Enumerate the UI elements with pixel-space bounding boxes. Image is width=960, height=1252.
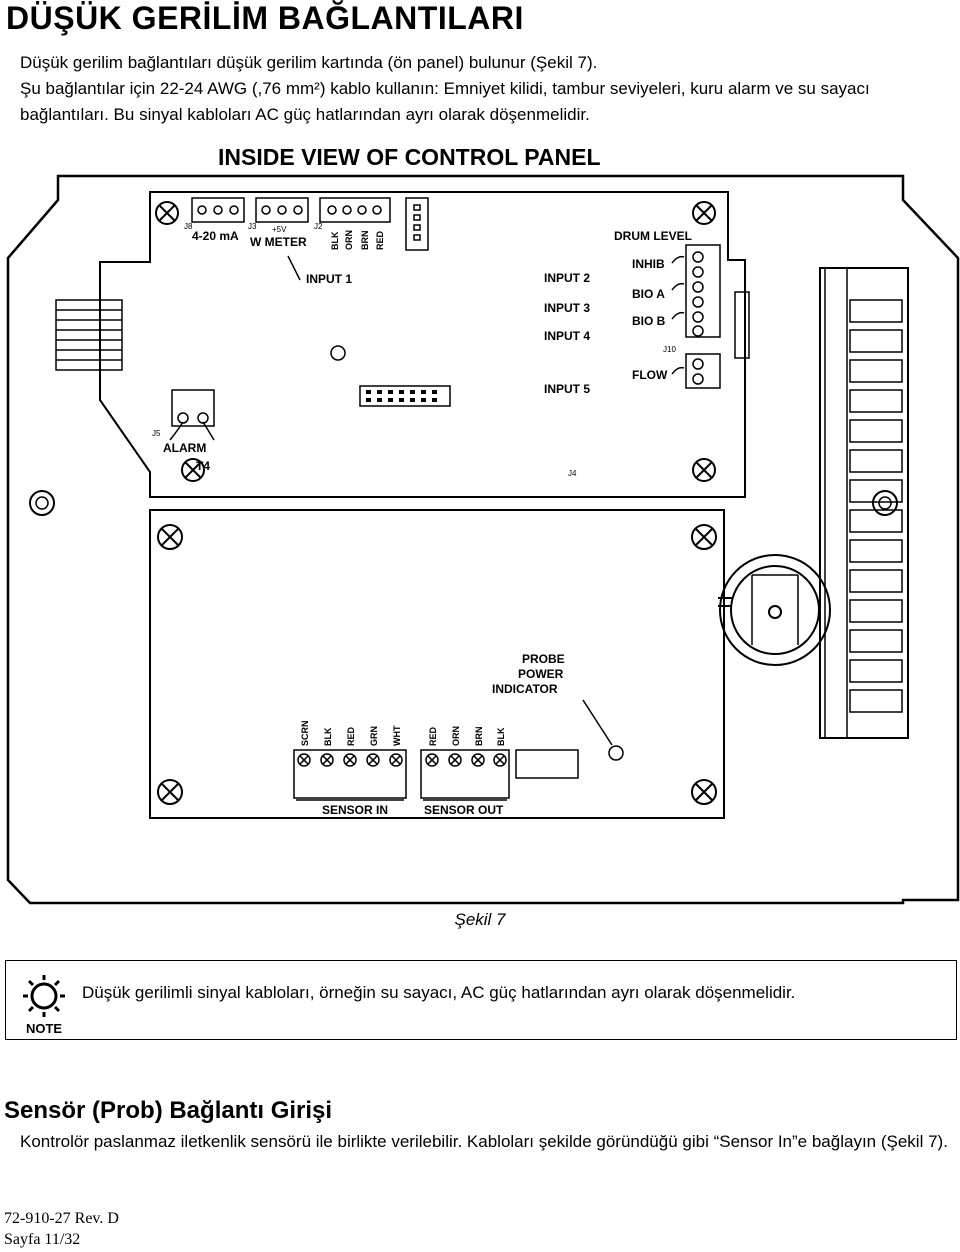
label-t4: T4 bbox=[196, 459, 210, 473]
enclosure-outline bbox=[6, 174, 960, 905]
wire-j2-red: RED bbox=[375, 230, 385, 250]
label-alarm: ALARM bbox=[163, 441, 206, 455]
sensor-in-connector bbox=[293, 749, 407, 799]
label-j8: J8 bbox=[184, 222, 193, 231]
note-box: NOTE Düşük gerilimli sinyal kabloları, ö… bbox=[5, 960, 957, 1040]
doc-number: 72-910-27 Rev. D bbox=[4, 1210, 119, 1227]
note-label: NOTE bbox=[26, 1021, 62, 1035]
wire-in-grn: GRN bbox=[369, 726, 379, 746]
wire-in-scrn: SCRN bbox=[300, 720, 310, 746]
page-footer: 72-910-27 Rev. D Sayfa 11/32 bbox=[4, 1208, 119, 1250]
label-input4: INPUT 4 bbox=[544, 329, 590, 343]
wire-out-brn: BRN bbox=[474, 727, 484, 747]
label-drum-level: DRUM LEVEL bbox=[614, 229, 692, 243]
wire-j2-blk: BLK bbox=[330, 231, 340, 250]
wire-out-red: RED bbox=[428, 726, 438, 746]
j4-header bbox=[359, 385, 451, 407]
lower-board bbox=[149, 509, 725, 819]
intro-line-2: Şu bağlantılar için 22-24 AWG (,76 mm²) … bbox=[20, 79, 870, 124]
label-probe-2: POWER bbox=[518, 667, 564, 681]
label-j3: J3 bbox=[248, 222, 257, 231]
label-flow: FLOW bbox=[632, 368, 668, 382]
label-input5: INPUT 5 bbox=[544, 382, 590, 396]
wire-in-blk: BLK bbox=[323, 727, 333, 746]
wire-out-blk: BLK bbox=[496, 727, 506, 746]
label-plus5v: +5V bbox=[272, 225, 287, 234]
page-heading: DÜŞÜK GERİLİM BAĞLANTILARI bbox=[6, 0, 524, 36]
section-text: Kontrolör paslanmaz iletkenlik sensörü i… bbox=[20, 1132, 948, 1151]
sensor-out-connector bbox=[420, 749, 510, 799]
label-j4: J4 bbox=[568, 469, 577, 478]
label-w-meter: W METER bbox=[250, 235, 307, 249]
intro-line-1: Düşük gerilim bağlantıları düşük gerilim… bbox=[20, 53, 598, 72]
control-panel-diagram: INSIDE VIEW OF CONTROL PANEL J8 J3 J2 J1… bbox=[0, 140, 960, 930]
label-sensor-out: SENSOR OUT bbox=[424, 803, 504, 817]
label-input1: INPUT 1 bbox=[306, 272, 352, 286]
page-number: Sayfa 11/32 bbox=[4, 1231, 81, 1248]
wire-in-red: RED bbox=[346, 726, 356, 746]
label-inhib: INHIB bbox=[632, 257, 665, 271]
label-j5: J5 bbox=[152, 429, 161, 438]
figure-caption: Şekil 7 bbox=[454, 910, 506, 929]
drum-level-connector bbox=[685, 244, 721, 389]
upper-pcb bbox=[99, 191, 746, 498]
door-lock bbox=[719, 554, 831, 666]
ribbon-cable bbox=[55, 299, 123, 371]
section-body: Kontrolör paslanmaz iletkenlik sensörü i… bbox=[20, 1130, 950, 1153]
wire-j2-orn: ORN bbox=[344, 230, 354, 250]
label-bio-a: BIO A bbox=[632, 287, 665, 301]
top-connectors bbox=[191, 197, 429, 251]
label-4-20ma: 4-20 mA bbox=[192, 229, 239, 243]
note-icon: NOTE bbox=[16, 969, 72, 1036]
label-j10: J10 bbox=[663, 345, 676, 354]
label-input2: INPUT 2 bbox=[544, 271, 590, 285]
label-probe-1: PROBE bbox=[522, 652, 565, 666]
intro-paragraph: Düşük gerilim bağlantıları düşük gerilim… bbox=[20, 50, 950, 128]
wire-j2-brn: BRN bbox=[360, 231, 370, 251]
mount-hole bbox=[29, 490, 55, 516]
label-input3: INPUT 3 bbox=[544, 301, 590, 315]
label-j2: J2 bbox=[314, 222, 323, 231]
label-probe-3: INDICATOR bbox=[492, 682, 558, 696]
figure-title: INSIDE VIEW OF CONTROL PANEL bbox=[218, 144, 601, 170]
hinge bbox=[819, 267, 909, 739]
note-text: Düşük gerilimli sinyal kabloları, örneği… bbox=[82, 983, 796, 1002]
screw-icons bbox=[155, 201, 717, 805]
wire-in-wht: WHT bbox=[392, 725, 402, 746]
alarm-connector bbox=[169, 389, 215, 441]
wire-out-orn: ORN bbox=[451, 726, 461, 746]
label-bio-b: BIO B bbox=[632, 314, 666, 328]
section-heading: Sensör (Prob) Bağlantı Girişi bbox=[4, 1097, 333, 1124]
label-sensor-in: SENSOR IN bbox=[322, 803, 388, 817]
